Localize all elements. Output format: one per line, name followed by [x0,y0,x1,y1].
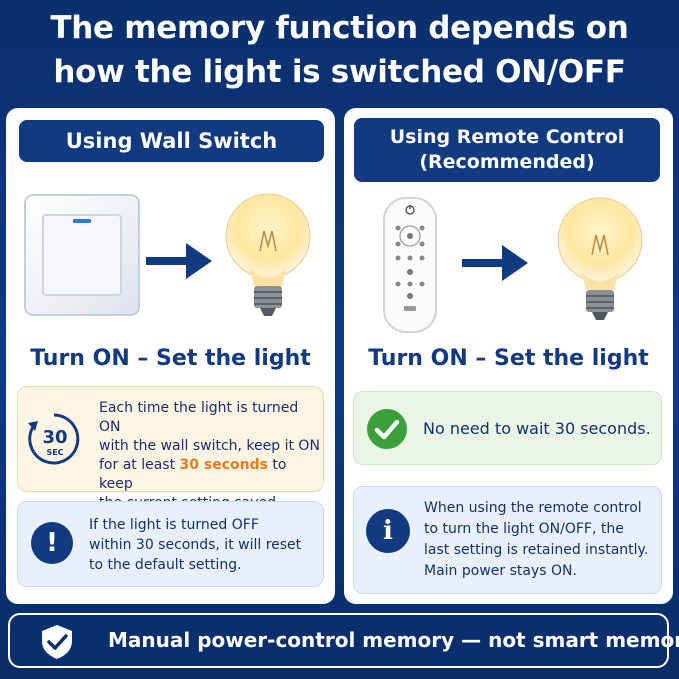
warning-line-1: Each time the light is turned ON [99,400,299,435]
wall-switch-heading: Turn ON – Set the light [30,346,311,371]
arrow-right-icon [462,245,528,281]
footer-text: Manual power-control memory — not smart … [108,628,679,652]
remote-control-heading: Turn ON – Set the light [368,346,649,371]
wall-switch-notice-text: If the light is turned OFF within 30 sec… [89,515,301,575]
remote-tab-line-2: (Recommended) [419,151,595,173]
info-line-2: to turn the light ON/OFF, the [424,521,624,537]
notice-line-3: to the default setting. [89,557,242,573]
footer-banner: Manual power-control memory — not smart … [8,613,679,668]
remote-ok-card: No need to wait 30 seconds. [353,391,662,465]
remote-control-tab: Using Remote Control (Recommended) [354,118,660,182]
timer-unit: SEC [46,448,63,457]
shield-check-icon [42,625,72,659]
arrow-right-icon [146,243,212,279]
info-line-1: When using the remote control [424,500,642,516]
timer-30-sec-icon: 30 SEC [28,413,80,465]
light-bulb-icon [557,197,643,320]
info-icon: i [366,509,410,553]
info-line-3: last setting is retained instantly. [424,542,649,558]
warning-highlight: 30 seconds [179,457,268,473]
remote-control-icon [383,197,437,333]
wall-switch-panel: Using Wall Switch Turn ON – Set the [6,108,335,604]
page-title: The memory function depends on how the l… [0,6,679,94]
notice-line-1: If the light is turned OFF [89,517,259,533]
remote-info-text: When using the remote control to turn th… [424,498,648,582]
light-bulb-icon [225,193,311,316]
wall-switch-notice-card: ! If the light is turned OFF within 30 s… [17,501,324,587]
info-line-4: Main power stays ON. [424,563,577,579]
warning-line-3-pre: for at least [99,457,180,473]
title-line-2: how the light is switched ON/OFF [53,54,626,90]
warning-line-3-post: to keep [99,457,287,492]
wall-switch-warning-card: 30 SEC Each time the light is turned ON … [17,386,324,511]
warning-line-2: with the wall switch, keep it ON [99,438,320,454]
title-line-1: The memory function depends on [50,10,629,46]
wall-switch-tab: Using Wall Switch [19,120,324,162]
exclamation-icon: ! [31,522,73,564]
warning-line-3: for at least 30 seconds to keep [99,456,323,494]
timer-number: 30 [42,427,67,448]
wall-switch-icon [24,194,140,316]
remote-ok-text: No need to wait 30 seconds. [423,419,651,438]
remote-tab-line-1: Using Remote Control [389,126,625,148]
notice-line-2: within 30 seconds, it will reset [89,537,302,553]
remote-info-card: i When using the remote control to turn … [353,486,662,594]
wall-switch-warning-text: Each time the light is turned ON with th… [99,399,323,513]
checkmark-icon [367,409,407,449]
remote-control-panel: Using Remote Control (Recommended) [344,108,673,604]
